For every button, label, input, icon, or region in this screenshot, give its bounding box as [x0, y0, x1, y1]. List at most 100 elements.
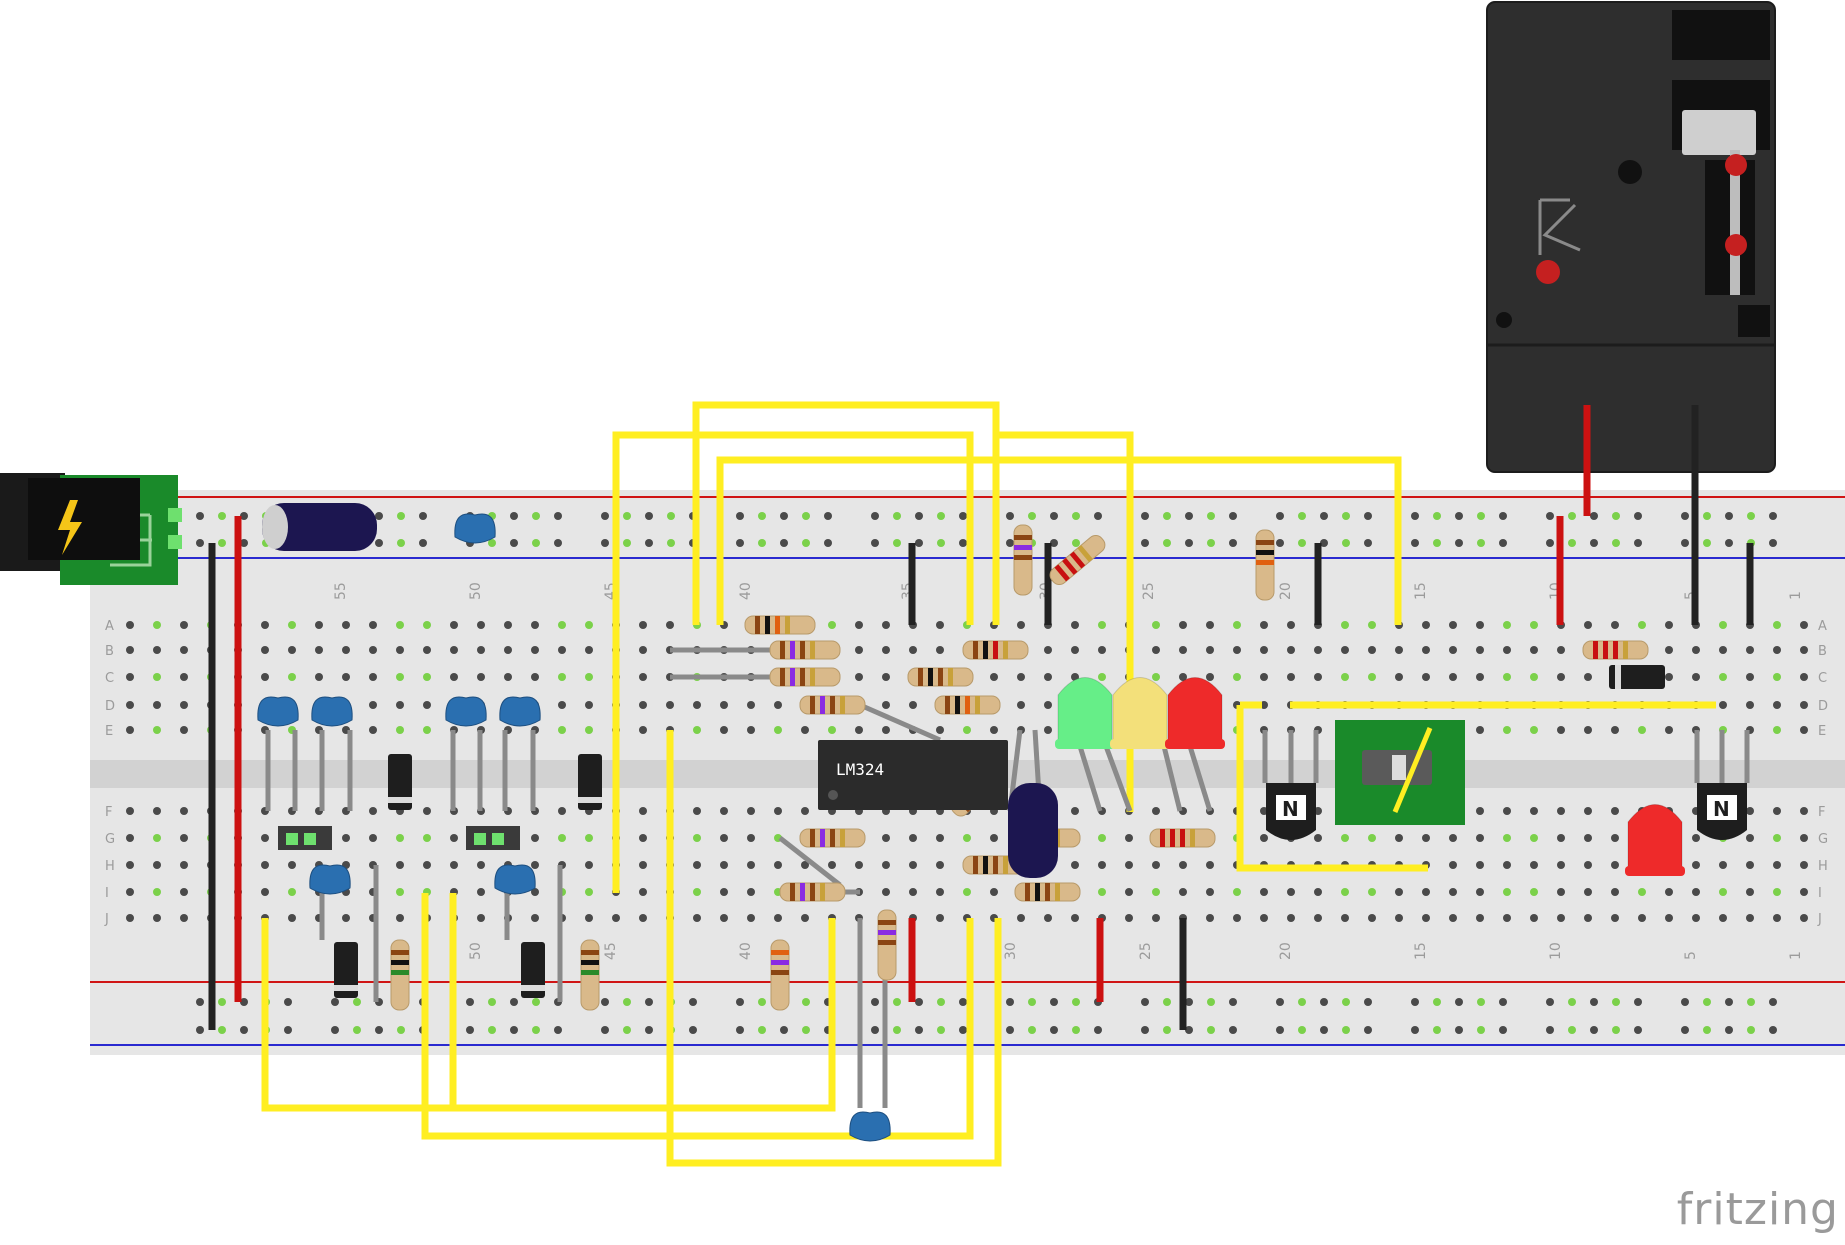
hole: [1341, 914, 1349, 922]
hole: [1665, 888, 1673, 896]
rail-hole: [1612, 1026, 1620, 1034]
rail-hole: [375, 1026, 383, 1034]
hole: [1395, 914, 1403, 922]
rail-hole: [1433, 512, 1441, 520]
hole: [180, 861, 188, 869]
hole: [1395, 673, 1403, 681]
rail-hole: [824, 512, 832, 520]
column-number-top: 1: [1788, 591, 1804, 600]
hole: [747, 888, 755, 896]
hole: [1557, 834, 1565, 842]
hole: [1152, 673, 1160, 681]
ceramic-capacitor-6: [454, 513, 496, 544]
hole: [423, 861, 431, 869]
hole: [1611, 861, 1619, 869]
hole: [855, 673, 863, 681]
hole: [1557, 914, 1565, 922]
hole: [990, 673, 998, 681]
hole: [1530, 621, 1538, 629]
hole: [1584, 621, 1592, 629]
hole: [423, 701, 431, 709]
hole: [882, 646, 890, 654]
hole: [1314, 834, 1322, 842]
rail-hole: [1185, 1026, 1193, 1034]
rail-hole: [1207, 512, 1215, 520]
hole: [1665, 726, 1673, 734]
rail-hole: [623, 539, 631, 547]
column-number-top: 20: [1278, 582, 1294, 600]
resistor-4: [962, 640, 1029, 660]
row-letter-B-left: B: [105, 644, 114, 659]
hole: [1287, 646, 1295, 654]
hole: [1017, 673, 1025, 681]
hole: [1206, 673, 1214, 681]
rail-hole: [397, 539, 405, 547]
rail-hole: [1072, 1026, 1080, 1034]
wires: [208, 401, 1754, 1167]
hole: [1152, 914, 1160, 922]
hole: [909, 701, 917, 709]
hole: [1152, 861, 1160, 869]
hole: [963, 888, 971, 896]
hole: [261, 621, 269, 629]
hole: [720, 701, 728, 709]
yellow-wire-5: [261, 918, 836, 1112]
hole: [774, 701, 782, 709]
rail-hole: [1612, 512, 1620, 520]
hole: [936, 888, 944, 896]
hole: [504, 621, 512, 629]
hole: [126, 914, 134, 922]
hole: [909, 834, 917, 842]
row-letter-F-right: F: [1818, 805, 1825, 820]
rail-hole: [645, 539, 653, 547]
hole: [153, 621, 161, 629]
rail-hole: [1681, 998, 1689, 1006]
hole: [1773, 726, 1781, 734]
hole: [1800, 861, 1808, 869]
hole: [1800, 621, 1808, 629]
hole: [1206, 861, 1214, 869]
hole: [342, 914, 350, 922]
lead-3: [778, 836, 842, 887]
yellow-wire-3: [992, 431, 1134, 812]
hole: [1152, 621, 1160, 629]
hole: [990, 726, 998, 734]
ceramic-capacitor-0: [257, 696, 299, 727]
hole: [585, 646, 593, 654]
hole: [1800, 646, 1808, 654]
rail-hole: [1725, 1026, 1733, 1034]
hole: [180, 914, 188, 922]
rail-hole: [1229, 539, 1237, 547]
hole: [342, 621, 350, 629]
hole: [1638, 621, 1646, 629]
hole: [720, 834, 728, 842]
hole: [1530, 914, 1538, 922]
rail-hole: [1163, 512, 1171, 520]
hole: [1530, 888, 1538, 896]
hole: [1044, 701, 1052, 709]
hole: [720, 807, 728, 815]
rail-hole: [1612, 539, 1620, 547]
hole: [261, 673, 269, 681]
hole: [126, 646, 134, 654]
rail-hole: [1411, 539, 1419, 547]
rail-hole: [1634, 1026, 1642, 1034]
rail-hole: [959, 512, 967, 520]
hole: [1611, 914, 1619, 922]
resistor-2: [769, 667, 841, 687]
rail-hole: [1072, 539, 1080, 547]
resistor-v-0: [1013, 524, 1033, 596]
rail-hole: [758, 512, 766, 520]
hole: [1638, 726, 1646, 734]
relay: [1486, 1, 1776, 473]
hole: [1422, 914, 1430, 922]
hole: [126, 861, 134, 869]
rail-hole: [554, 512, 562, 520]
rail-hole: [1006, 998, 1014, 1006]
rail-hole: [1747, 1026, 1755, 1034]
rail-hole: [240, 1026, 248, 1034]
column-number-top: 25: [1141, 582, 1157, 600]
rail-hole: [915, 539, 923, 547]
transistor-left-mark: N: [1282, 797, 1299, 821]
row-letter-E-left: E: [105, 724, 113, 739]
